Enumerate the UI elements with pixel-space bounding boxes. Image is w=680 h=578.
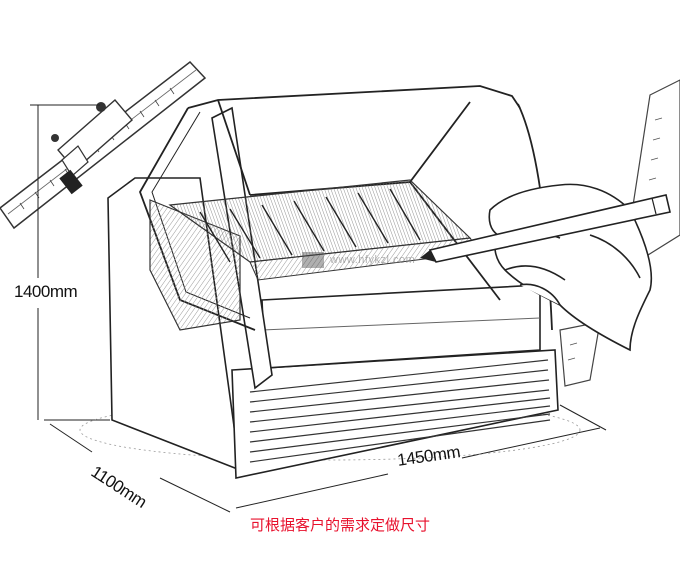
- dimension-lines: [30, 104, 607, 513]
- watermark-text: www.hfykzl.com: [330, 254, 416, 266]
- height-dimension: 1400mm: [14, 282, 78, 301]
- ice-cream-trays: [168, 179, 481, 281]
- watermark-logo: [302, 252, 324, 268]
- pencil-icon: [420, 194, 671, 263]
- ruler-icon: [0, 60, 207, 230]
- custom-size-caption: 可根据客户的需求定做尺寸: [249, 516, 430, 534]
